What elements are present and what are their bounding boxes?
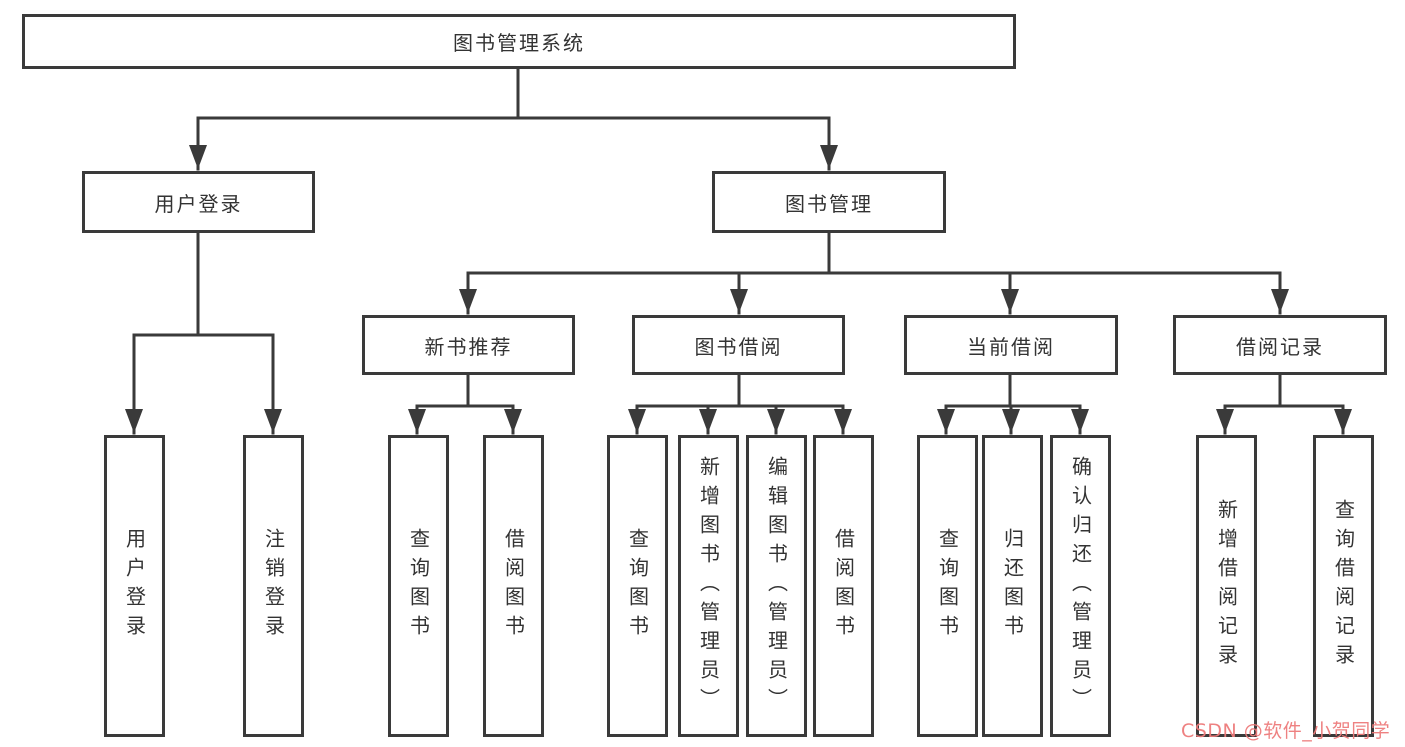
leaf-query-books-recommend: 查询图书 — [388, 435, 449, 737]
node-borrow-records: 借阅记录 — [1173, 315, 1387, 375]
node-user-login: 用户登录 — [82, 171, 315, 233]
leaf-edit-books-admin: 编辑图书（管理员） — [746, 435, 807, 737]
leaf-borrow-books-recommend: 借阅图书 — [483, 435, 544, 737]
leaf-query-books-current: 查询图书 — [917, 435, 978, 737]
leaf-query-books-borrow: 查询图书 — [607, 435, 668, 737]
leaf-add-books-admin: 新增图书（管理员） — [678, 435, 739, 737]
node-book-mgmt: 图书管理 — [712, 171, 946, 233]
node-new-book-recommend: 新书推荐 — [362, 315, 575, 375]
leaf-add-borrow-record: 新增借阅记录 — [1196, 435, 1257, 737]
leaf-user-login: 用户登录 — [104, 435, 165, 737]
node-book-borrow: 图书借阅 — [632, 315, 845, 375]
leaf-return-books: 归还图书 — [982, 435, 1043, 737]
leaf-logout: 注销登录 — [243, 435, 304, 737]
node-root-system: 图书管理系统 — [22, 14, 1016, 69]
leaf-borrow-books: 借阅图书 — [813, 435, 874, 737]
leaf-confirm-return-admin: 确认归还（管理员） — [1050, 435, 1111, 737]
leaf-query-borrow-record: 查询借阅记录 — [1313, 435, 1374, 737]
csdn-watermark: CSDN @软件_小贺同学 — [1181, 720, 1391, 742]
node-current-borrow: 当前借阅 — [904, 315, 1118, 375]
